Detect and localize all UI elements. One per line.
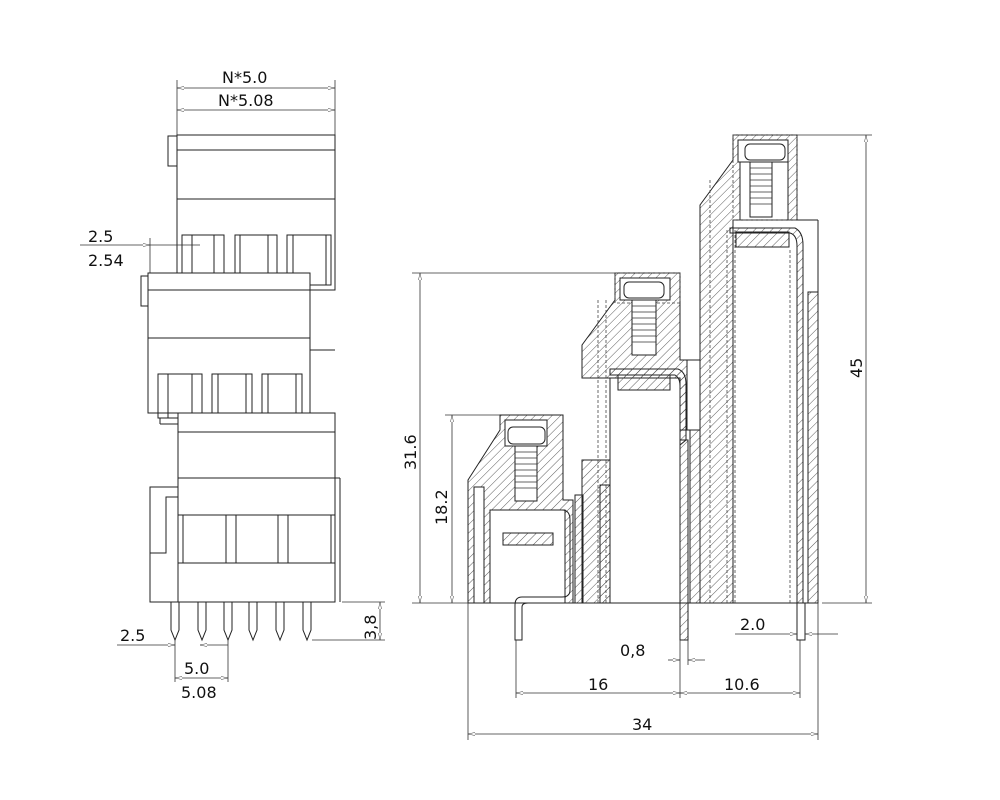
- dim-total-depth: 34: [632, 715, 652, 734]
- dim-pin-thickness: 2.0: [740, 615, 765, 634]
- dim-pitch-a: N*5.0: [222, 68, 267, 87]
- dim-pin-span-a: 16: [588, 675, 608, 694]
- dim-pin-pitch-b: 5.08: [181, 683, 217, 702]
- tier-middle: [581, 272, 701, 641]
- side-view: 31.6 18.2 45 0,8 16 10.6 34: [401, 134, 872, 740]
- terminal-module-top: [167, 134, 336, 291]
- tier-high: [699, 134, 819, 604]
- bottom-dimensions: 0,8 16 10.6 34 2.0: [467, 602, 838, 740]
- dim-pin-pitch-a: 5.0: [184, 659, 209, 678]
- terminal-module-middle: [140, 272, 335, 425]
- terminal-module-bottom: [149, 412, 341, 603]
- dim-height-total: 45: [847, 358, 866, 378]
- tier-low: [467, 414, 611, 641]
- dim-pin-offset: 2.5: [120, 626, 145, 645]
- pins: [170, 602, 312, 642]
- pitch-dimension: N*5.0 N*5.08: [176, 68, 336, 135]
- front-view: N*5.0 N*5.08 2.5 2.54: [80, 68, 385, 702]
- dim-pitch-b: N*5.08: [218, 91, 274, 110]
- dim-offset-b: 2.54: [88, 251, 124, 270]
- dim-height-mid: 31.6: [401, 434, 420, 470]
- dim-pin-width: 0,8: [620, 641, 645, 660]
- pin-dimensions: 2.5 5.0 5.08 3,8: [117, 601, 385, 702]
- dim-pin-span-b: 10.6: [724, 675, 760, 694]
- offset-dimension: 2.5 2.54: [80, 227, 200, 300]
- height-dimensions: 31.6 18.2 45: [401, 134, 872, 604]
- dim-height-low: 18.2: [432, 489, 451, 525]
- dim-offset-a: 2.5: [88, 227, 113, 246]
- dim-pin-length: 3,8: [361, 615, 380, 640]
